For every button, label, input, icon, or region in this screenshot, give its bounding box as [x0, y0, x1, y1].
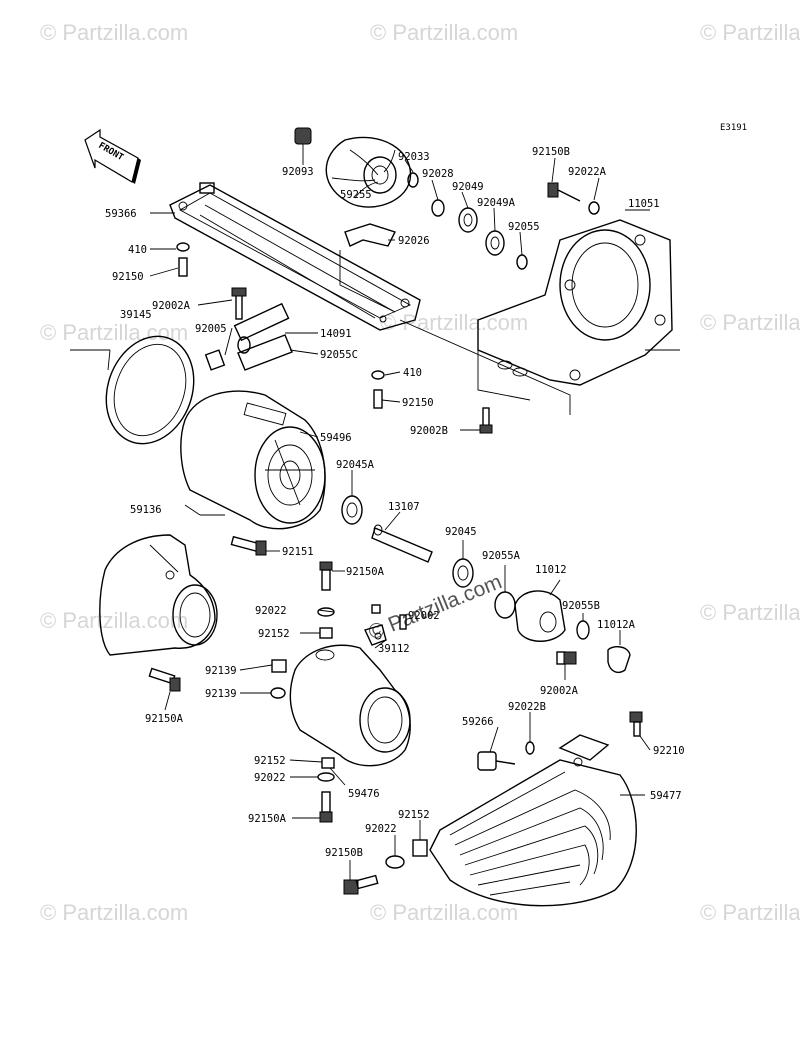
part-label-92150A-c: 92150A: [248, 813, 287, 825]
part-label-92152-c: 92152: [398, 809, 430, 821]
watermark: © Partzilla.com: [700, 900, 800, 925]
part-label-92152-b: 92152: [254, 755, 286, 767]
tube-assembly: [204, 287, 293, 371]
part-label-13107: 13107: [388, 501, 420, 513]
part-label-92005: 92005: [195, 323, 227, 335]
part-label-92022A-top: 92022A: [568, 166, 607, 178]
part-label-92139-a: 92139: [205, 665, 237, 677]
nozzle-59136: [99, 534, 218, 656]
bolt-92151: [230, 535, 267, 556]
part-label-11012A: 11012A: [597, 619, 636, 631]
part-label-92022-c: 92022: [365, 823, 397, 835]
bolt-92002: [399, 614, 407, 630]
part-label-92049A: 92049A: [477, 197, 516, 209]
watermark: © Partzilla.com: [700, 600, 800, 625]
pump-housing-11051: [399, 219, 680, 415]
part-label-39145: 39145: [120, 309, 152, 321]
front-arrow-icon: FRONT: [84, 128, 141, 184]
watermark: © Partzilla.com: [370, 900, 518, 925]
part-label-92045A: 92045A: [336, 459, 375, 471]
leader-lines: [149, 157, 651, 880]
part-label-92151: 92151: [282, 546, 314, 558]
part-label-92002B: 92002B: [410, 425, 448, 437]
part-label-92139-b: 92139: [205, 688, 237, 700]
watermark: © Partzilla.com: [370, 20, 518, 45]
part-label-92150-a: 92150: [112, 271, 144, 283]
part-label-92150A-b: 92150A: [145, 713, 184, 725]
part-label-410-b: 410: [403, 367, 422, 379]
watermark: © Partzilla.com: [700, 310, 800, 335]
watermark-center: © Partzilla.com: [365, 570, 505, 644]
plate-92026: [344, 223, 396, 247]
part-label-92022-b: 92022: [254, 772, 286, 784]
part-label-92150A-a: 92150A: [346, 566, 385, 578]
part-label-92150B-bottom: 92150B: [325, 847, 363, 859]
part-label-39112: 39112: [378, 643, 410, 655]
part-label-92055A: 92055A: [482, 550, 521, 562]
part-label-92055C: 92055C: [320, 349, 358, 361]
part-label-92150B-top: 92150B: [532, 146, 570, 158]
part-label-92026: 92026: [398, 235, 430, 247]
watermark: © Partzilla.com: [40, 20, 188, 45]
part-label-92055: 92055: [508, 221, 540, 233]
stator-59496: [180, 390, 326, 530]
part-label-92152-a: 92152: [258, 628, 290, 640]
bearing-92045A: [341, 495, 363, 525]
ring-39145: [70, 335, 195, 445]
part-label-92002A-a: 92002A: [152, 300, 191, 312]
washer-bolt-left: [176, 242, 385, 409]
steering-nozzle-59476: [270, 644, 411, 767]
bolt-92002B: [479, 407, 493, 434]
part-label-92049: 92049: [452, 181, 484, 193]
part-label-92045: 92045: [445, 526, 477, 538]
shaft-13107: [371, 524, 433, 563]
bolt-92150A-nozzle: [148, 667, 181, 692]
part-label-410-a: 410: [128, 244, 147, 256]
part-labels: 92093 92033 92028 92049 92049A 92055 921…: [105, 146, 685, 859]
part-label-92055B: 92055B: [562, 600, 600, 612]
part-label-59496: 59496: [320, 432, 352, 444]
part-label-92028: 92028: [422, 168, 454, 180]
grill-59477: [429, 734, 637, 907]
diagram-code: E3191: [720, 123, 747, 133]
watermark: © Partzilla.com: [380, 310, 528, 335]
pump-cover-59366: [169, 182, 421, 331]
watermark: © Partzilla.com: [40, 320, 188, 345]
part-label-14091: 14091: [320, 328, 352, 340]
fitting-59266: [477, 711, 643, 771]
part-label-59266: 59266: [462, 716, 494, 728]
part-label-11051: 11051: [628, 198, 660, 210]
cap-92093: [294, 127, 312, 165]
bolt-92150B-top: [547, 182, 600, 215]
part-label-11012: 11012: [535, 564, 567, 576]
part-label-92022B: 92022B: [508, 701, 546, 713]
part-label-59136: 59136: [130, 504, 162, 516]
part-label-92210: 92210: [653, 745, 685, 757]
part-label-92033: 92033: [398, 151, 430, 163]
part-label-59476: 59476: [348, 788, 380, 800]
part-label-59366: 59366: [105, 208, 137, 220]
part-label-92022-a: 92022: [255, 605, 287, 617]
cap-assembly: [452, 558, 631, 674]
part-label-92150-b: 92150: [402, 397, 434, 409]
watermark: © Partzilla.com: [40, 608, 188, 633]
part-label-59477: 59477: [650, 790, 682, 802]
part-label-92002A-b: 92002A: [540, 685, 579, 697]
impeller-59255: [325, 136, 412, 208]
part-label-92093: 92093: [282, 166, 314, 178]
part-label-92002: 92002: [408, 610, 440, 622]
part-label-59255: 59255: [340, 189, 372, 201]
bolt-stack-lower: [317, 757, 335, 823]
watermark: © Partzilla.com: [700, 20, 800, 45]
watermark: © Partzilla.com: [40, 900, 188, 925]
